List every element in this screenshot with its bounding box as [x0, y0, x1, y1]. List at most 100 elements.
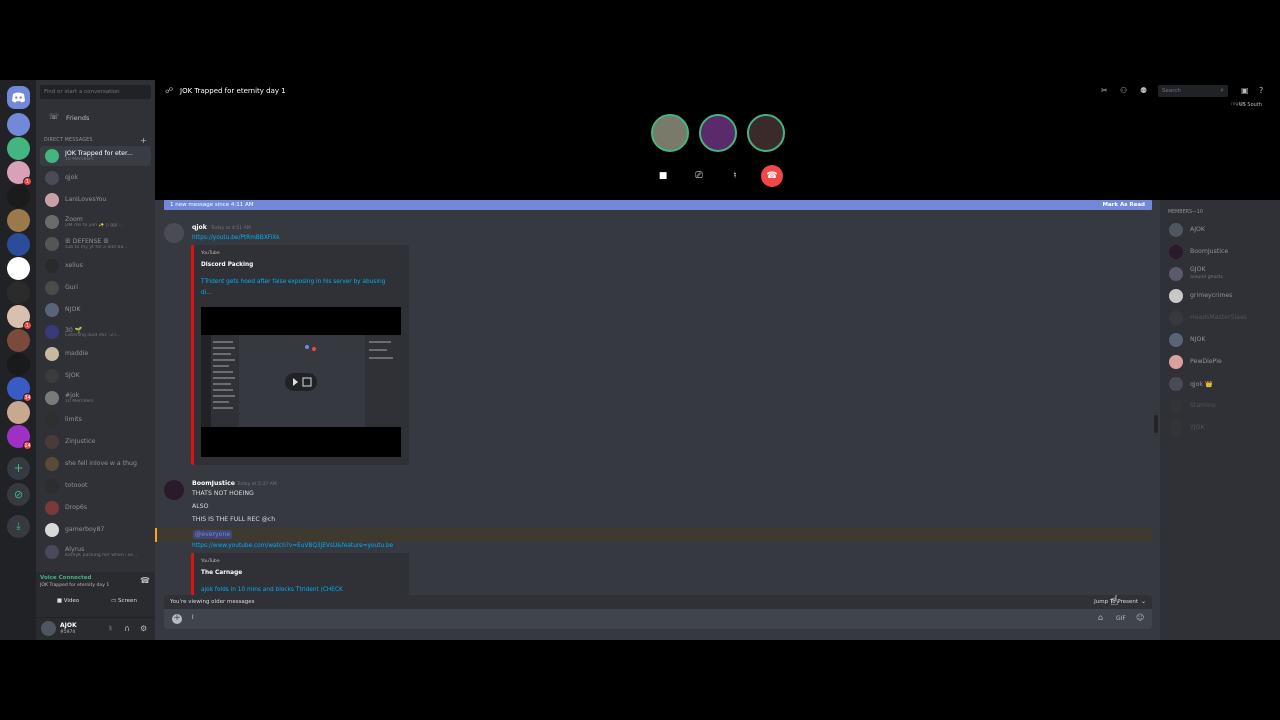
embed-author[interactable]: Discord Packing	[201, 262, 254, 268]
dm-item-name: NJOK	[65, 306, 81, 313]
search-input[interactable]: Search ⌕	[1158, 85, 1228, 97]
call-participant-avatar[interactable]	[747, 114, 785, 152]
explore-button[interactable]: ⊘	[7, 483, 30, 506]
avatar[interactable]	[164, 223, 184, 243]
server-icon[interactable]: 14	[7, 425, 32, 450]
video-thumbnail[interactable]	[201, 307, 401, 457]
dm-item[interactable]: qjok	[40, 168, 151, 188]
embed-title[interactable]: ajok folds in 10 mins and blocks Ttriden…	[201, 587, 343, 593]
dm-item[interactable]: LaniLovesYou	[40, 190, 151, 210]
pin-icon[interactable]: ✂	[1101, 86, 1108, 95]
call-participant-avatar[interactable]	[651, 114, 689, 152]
member-item[interactable]: grimeycrimes	[1166, 286, 1276, 306]
member-item[interactable]: AJOK	[1166, 220, 1276, 240]
server-icon[interactable]	[7, 281, 30, 304]
dm-item[interactable]: Drop6s	[40, 498, 151, 518]
dm-item[interactable]: Guri	[40, 278, 151, 298]
disconnect-icon[interactable]: ☎	[140, 576, 150, 585]
add-server-button[interactable]: +	[7, 457, 30, 480]
mute-button[interactable]: ♮	[724, 165, 746, 187]
server-icon[interactable]: 1	[7, 161, 32, 186]
leave-call-button[interactable]: ☎	[761, 165, 783, 187]
friends-link[interactable]: ☏ Friends	[40, 110, 151, 126]
video-button[interactable]: ■ Video	[42, 595, 94, 609]
member-item[interactable]: HeadsMasterSlaas	[1166, 308, 1276, 328]
dm-item[interactable]: SJOK	[40, 366, 151, 386]
member-item[interactable]: Stamino	[1166, 396, 1276, 416]
download-button[interactable]: ⤓	[7, 515, 30, 538]
everyone-mention[interactable]: @everyone	[193, 530, 233, 539]
emoji-icon[interactable]: ☺	[1136, 613, 1145, 622]
embed-author[interactable]: The Carnage	[201, 570, 243, 576]
new-messages-bar[interactable]: 1 new message since 4:11 AM Mark As Read	[164, 200, 1152, 210]
avatar	[45, 237, 59, 251]
avatar[interactable]	[164, 480, 184, 500]
upload-plus-icon[interactable]: +	[172, 613, 182, 624]
member-item[interactable]: NJOK	[1166, 330, 1276, 350]
dm-item[interactable]: 30 🌱Listening loud mic :3 l...	[40, 322, 151, 342]
server-icon[interactable]	[7, 401, 30, 424]
youtube-embed: YouTube The Carnage ajok folds in 10 min…	[191, 553, 409, 595]
server-icon[interactable]: 1	[7, 305, 32, 330]
dm-item[interactable]: she fell inlove w a thug	[40, 454, 151, 474]
server-icon[interactable]	[7, 353, 30, 376]
voice-channel[interactable]: JOK Trapped for eternity day 1	[40, 583, 110, 588]
share-screen-button[interactable]: ⎚	[688, 165, 710, 187]
message-text: THATS NOT HOEING	[192, 490, 254, 497]
dm-item[interactable]: ZinJustice	[40, 432, 151, 452]
screen-button[interactable]: ▭ Screen	[98, 595, 150, 609]
server-icon[interactable]	[7, 137, 30, 160]
home-button[interactable]	[7, 86, 30, 109]
server-icon[interactable]	[7, 209, 30, 232]
chevron-down-icon[interactable]: ⌄	[1140, 598, 1146, 605]
message-author[interactable]: qjok	[192, 224, 207, 231]
dm-search-input[interactable]: Find or start a conversation	[40, 85, 151, 99]
message-input[interactable]: l	[192, 615, 194, 621]
mute-mic-icon[interactable]: ♮	[109, 624, 112, 633]
scrollbar[interactable]	[1154, 415, 1158, 433]
settings-gear-icon[interactable]: ⚙	[140, 624, 148, 633]
member-item[interactable]: YJOK	[1166, 418, 1276, 438]
deafen-headphones-icon[interactable]: ∩	[124, 624, 130, 633]
dm-item[interactable]: JOK Trapped for eter...10 Members	[40, 146, 151, 166]
message-link[interactable]: https://youtu.be/PtRmBBXFiXk	[192, 235, 280, 241]
jump-to-present-button[interactable]: Jump To Present	[1094, 599, 1138, 605]
dm-item[interactable]: gamerboy87	[40, 520, 151, 540]
create-dm-icon[interactable]: +	[140, 136, 147, 145]
server-icon[interactable]	[7, 233, 30, 256]
toggle-video-button[interactable]: ■	[652, 165, 674, 187]
server-icon[interactable]	[7, 113, 30, 136]
message-link[interactable]: https://www.youtube.com/watch?v=EuVBQ3JE…	[192, 543, 394, 549]
dm-item[interactable]: limits	[40, 410, 151, 430]
message-author[interactable]: BoomJustice	[192, 480, 235, 487]
mark-as-read-button[interactable]: Mark As Read	[1102, 202, 1145, 208]
add-friend-icon[interactable]: ⚇	[1120, 86, 1128, 95]
server-icon[interactable]	[7, 185, 30, 208]
avatar	[45, 325, 59, 339]
members-icon[interactable]: ⚉	[1140, 86, 1148, 95]
server-icon[interactable]: 34	[7, 377, 32, 402]
inbox-icon[interactable]: ▣	[1241, 86, 1249, 95]
message-composer[interactable]: + l ⌂ GIF ☺	[164, 609, 1152, 629]
dm-item[interactable]: NJOK	[40, 300, 151, 320]
help-icon[interactable]: ?	[1259, 86, 1264, 95]
gif-icon[interactable]: GIF	[1116, 615, 1126, 622]
member-item[interactable]: BoomJustice	[1166, 242, 1276, 262]
member-item[interactable]: qjok 👑	[1166, 374, 1276, 394]
call-participant-avatar[interactable]	[699, 114, 737, 152]
server-icon[interactable]	[7, 329, 30, 352]
region-select[interactable]: US South	[1239, 102, 1262, 108]
embed-title[interactable]: TTrident gets hoed after false exposing …	[201, 279, 386, 296]
gift-icon[interactable]: ⌂	[1098, 613, 1104, 622]
member-item[interactable]: PewDiePie	[1166, 352, 1276, 372]
server-icon[interactable]	[7, 257, 30, 280]
dm-item[interactable]: xelius	[40, 256, 151, 276]
avatar[interactable]	[41, 621, 56, 636]
dm-item[interactable]: totooot	[40, 476, 151, 496]
dm-item[interactable]: maddie	[40, 344, 151, 364]
